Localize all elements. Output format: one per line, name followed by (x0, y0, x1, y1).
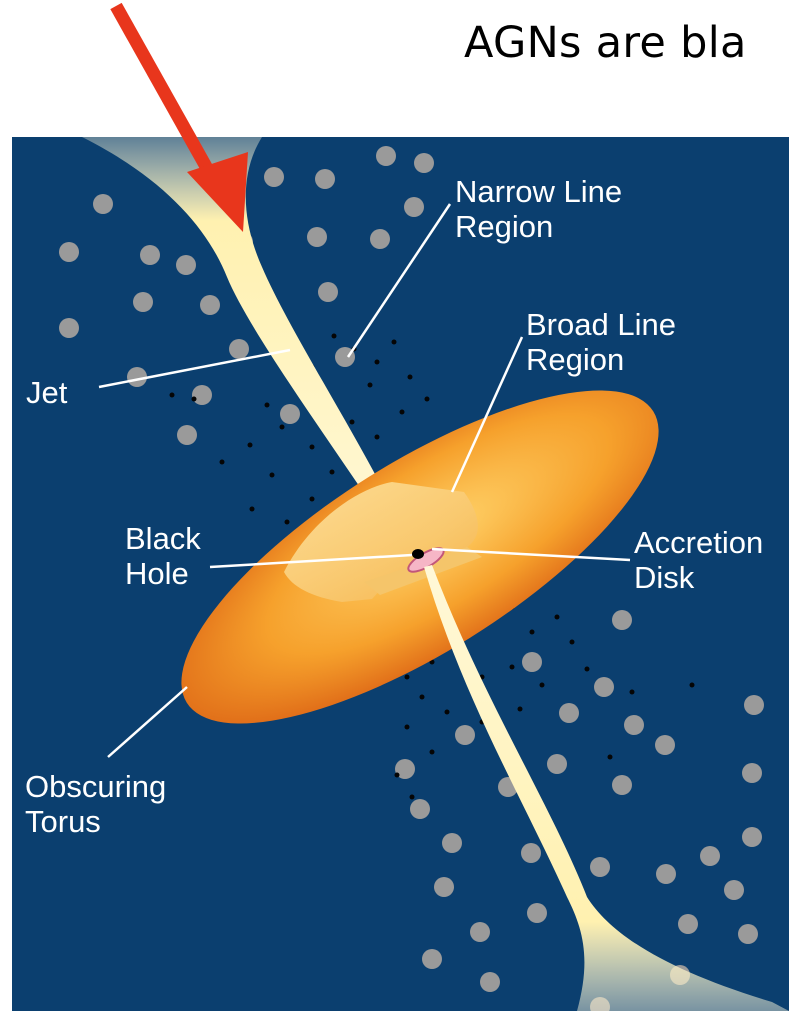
label-accretion-disk: Accretion Disk (634, 525, 763, 595)
label-broad-line-region: Broad Line Region (526, 307, 676, 377)
slide-title: AGNs are bla (464, 18, 747, 68)
label-narrow-line-region: Narrow Line Region (455, 174, 622, 244)
label-jet: Jet (26, 375, 67, 410)
agn-diagram: Narrow Line Region Broad Line Region Jet… (12, 137, 789, 1011)
label-black-hole: Black Hole (125, 521, 201, 591)
label-obscuring-torus: Obscuring Torus (25, 769, 166, 839)
